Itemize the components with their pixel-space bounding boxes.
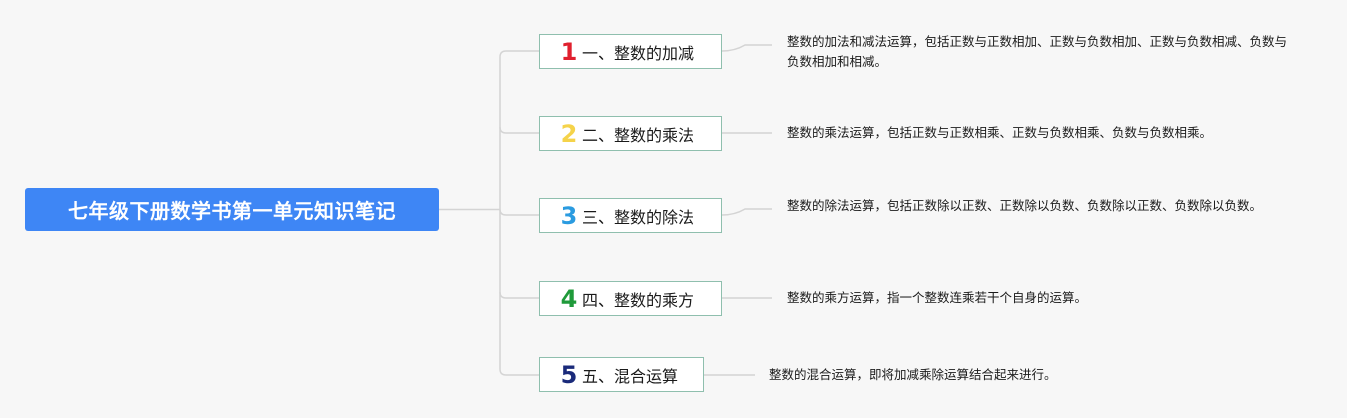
branch-label-2: 二、整数的乘法 bbox=[582, 125, 695, 145]
branch-3-connector bbox=[499, 209, 539, 216]
branch-number-4: 4 bbox=[560, 284, 578, 313]
branch-topic-5[interactable]: 5 五、混合运算 bbox=[539, 357, 704, 392]
branch-2-connector bbox=[499, 126, 539, 134]
branch-label-1: 一、整数的加减 bbox=[582, 43, 695, 63]
desc-3-connector bbox=[721, 208, 772, 216]
branch-description-1: 整数的加法和减法运算，包括正数与正数相加、正数与负数相加、正数与负数相减、负数与… bbox=[787, 34, 1288, 69]
branch-label-3: 三、整数的除法 bbox=[582, 207, 695, 227]
branch-5-connector bbox=[499, 368, 539, 376]
branch-topic-2[interactable]: 2 二、整数的乘法 bbox=[539, 116, 722, 151]
root-topic-title: 七年级下册数学书第一单元知识笔记 bbox=[68, 199, 396, 223]
branch-label-4: 四、整数的乘方 bbox=[582, 290, 695, 310]
branch-description-3: 整数的除法运算，包括正数除以正数、正数除以负数、负数除以正数、负数除以负数。 bbox=[787, 198, 1263, 213]
branch-label-5: 五、混合运算 bbox=[582, 366, 679, 386]
branch-topic-3[interactable]: 3 三、整数的除法 bbox=[539, 198, 722, 233]
branch-number-5: 5 bbox=[560, 360, 578, 389]
branch-number-1: 1 bbox=[560, 37, 578, 66]
spine-connector bbox=[499, 50, 539, 58]
branch-number-3: 3 bbox=[560, 201, 578, 230]
branch-description-4: 整数的乘方运算，指一个整数连乘若干个自身的运算。 bbox=[787, 290, 1088, 305]
branch-number-2: 2 bbox=[560, 119, 578, 148]
root-topic[interactable]: 七年级下册数学书第一单元知识笔记 bbox=[25, 188, 439, 231]
desc-1-connector bbox=[721, 44, 772, 52]
branch-description-5: 整数的混合运算，即将加减乘除运算结合起来进行。 bbox=[769, 367, 1057, 382]
branch-topic-4[interactable]: 4 四、整数的乘方 bbox=[539, 281, 722, 316]
branch-4-connector bbox=[499, 291, 539, 299]
branch-topic-1[interactable]: 1 一、整数的加减 bbox=[539, 34, 722, 69]
branch-description-2: 整数的乘法运算，包括正数与正数相乘、正数与负数相乘、负数与负数相乘。 bbox=[787, 125, 1213, 140]
